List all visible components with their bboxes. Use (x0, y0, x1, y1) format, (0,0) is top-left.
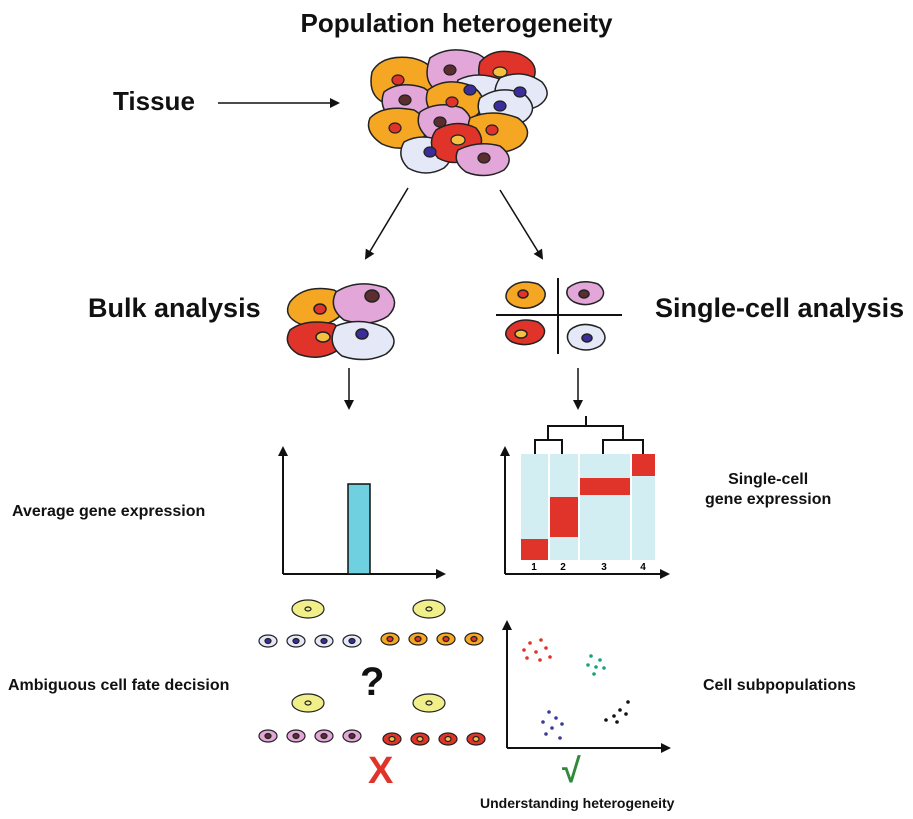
heatmap-cell-high-3 (580, 478, 630, 495)
check-mark-icon: √ (562, 752, 581, 790)
heatmap-col-4 (632, 454, 655, 560)
heatmap-col-label-3: 3 (601, 562, 607, 573)
question-mark: ? (360, 660, 385, 704)
sc-expr-line2: gene expression (705, 491, 832, 508)
cluster-red (522, 638, 552, 662)
single-cell-analysis-label: Single-cell analysis (655, 293, 905, 323)
bulk-analysis-label: Bulk analysis (88, 293, 261, 323)
ambiguous-cell-fate-label: Ambiguous cell fate decision (8, 677, 230, 694)
understanding-heterogeneity-label: Understanding heterogeneity (480, 795, 675, 811)
bulk-branch-arrow (364, 187, 409, 260)
heatmap-col-label-2: 2 (560, 562, 566, 573)
cluster-black (604, 700, 630, 724)
tissue-cluster (367, 49, 548, 177)
dendrogram (534, 416, 644, 454)
heatmap-cell-high-2 (550, 497, 578, 537)
tissue-label: Tissue (113, 86, 195, 116)
single-branch-arrow (499, 189, 544, 260)
average-gene-expression-label: Average gene expression (12, 503, 206, 520)
bulk-bar-chart (278, 446, 446, 579)
heatmap: 1 2 3 4 (500, 416, 670, 579)
heatmap-col-3 (580, 454, 630, 560)
average-expression-bar (347, 483, 371, 575)
heatmap-col-label-1: 1 (531, 562, 537, 573)
sc-expr-line1: Single-cell (728, 471, 809, 488)
x-mark-icon: X (368, 750, 394, 792)
heatmap-col-label-4: 4 (640, 562, 646, 573)
subpopulation-scatter (502, 620, 671, 753)
cluster-green (586, 654, 606, 676)
cluster-blue (541, 710, 564, 740)
single-cell-gene-expression-label: Single-cell gene expression (705, 470, 831, 510)
page-title: Population heterogeneity (300, 8, 613, 38)
cell-subpopulations-label: Cell subpopulations (703, 677, 856, 694)
single-cells (496, 278, 622, 354)
ambiguous-cells (258, 599, 486, 746)
heatmap-cell-high-4 (632, 454, 655, 476)
heatmap-cell-high-1 (521, 539, 548, 560)
bulk-cells (286, 283, 396, 361)
